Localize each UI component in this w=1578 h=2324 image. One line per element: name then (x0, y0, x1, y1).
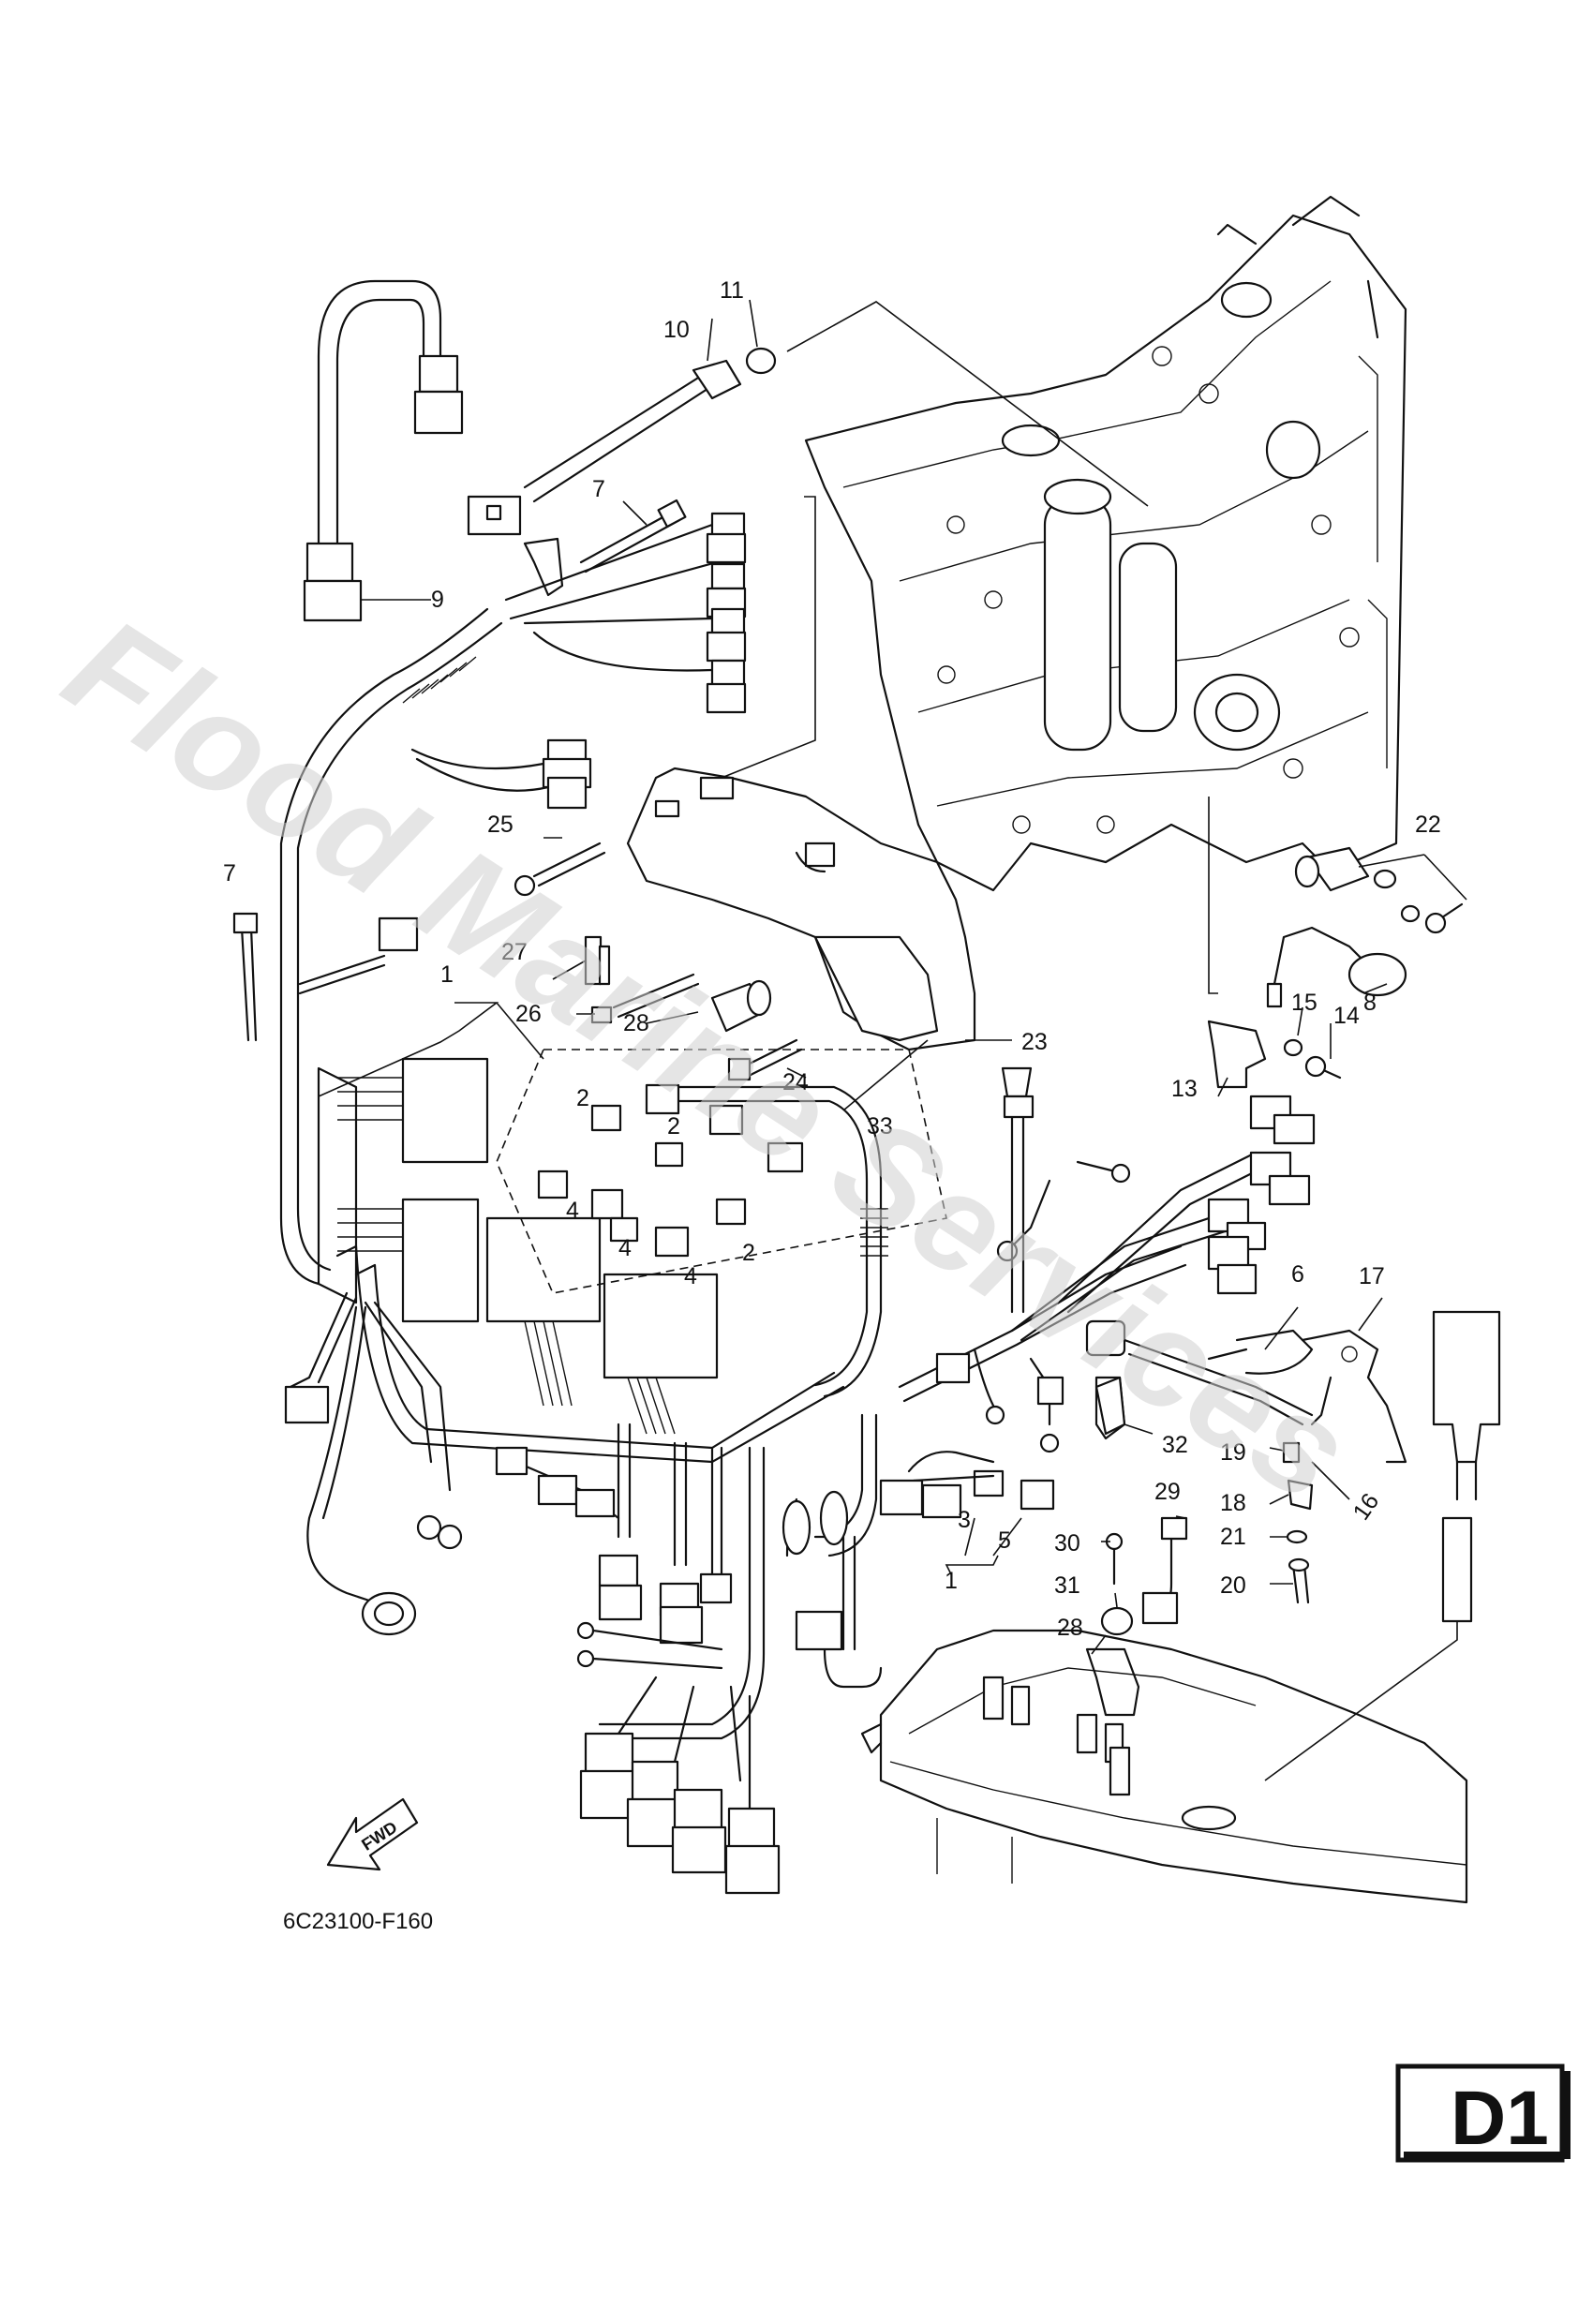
callout-3: 3 (958, 1507, 971, 1533)
callout-21: 22 (1415, 812, 1441, 838)
callout-20: 21 (1220, 1524, 1246, 1550)
callouts: 11 10 7 9 25 7 27 1 26 28 24 23 33 22 8 … (223, 277, 1441, 1641)
callout-2-c: 2 (742, 1240, 755, 1266)
callout-8: 8 (1363, 990, 1377, 1016)
electrical-box (317, 1049, 1055, 1511)
callout-1-top: 1 (440, 961, 454, 988)
callout-19: 20 (1220, 1572, 1246, 1599)
callout-24: 25 (487, 812, 514, 838)
engine-block (804, 195, 1407, 892)
callout-13: 14 (1333, 1003, 1360, 1029)
callout-17: 18 (1220, 1490, 1246, 1516)
callout-26: 27 (501, 939, 528, 965)
callout-12: 13 (1171, 1076, 1198, 1102)
callout-4-a: 4 (566, 1198, 579, 1224)
callout-23: 24 (782, 1069, 809, 1095)
callout-6: 6 (1291, 1261, 1304, 1288)
callout-2-a: 2 (576, 1085, 589, 1111)
small-parts (514, 842, 1464, 1717)
callout-5: 5 (998, 1527, 1011, 1554)
callout-11: 11 (720, 277, 744, 304)
callout-29: 29 (1154, 1479, 1181, 1505)
callout-27: 28 (623, 1010, 649, 1036)
callout-33: 33 (867, 1113, 893, 1140)
fwd-arrow: FWD (326, 1797, 419, 1871)
callout-25: 26 (515, 1001, 542, 1027)
callout-15: 16 (1347, 1489, 1384, 1526)
page-id: D1 (1451, 2076, 1549, 2161)
callout-7-left: 7 (223, 860, 236, 886)
cover-plate (626, 767, 976, 1051)
callout-1-bottom: 1 (945, 1568, 958, 1594)
main-harness (232, 512, 747, 1286)
leader-lines (318, 301, 1467, 1655)
page-id-box: D1 (1395, 2063, 1571, 2163)
callout-28: 28 (1057, 1615, 1083, 1641)
callout-30: 30 (1054, 1530, 1080, 1557)
callout-18: 19 (1220, 1439, 1246, 1466)
callout-2-b: 2 (667, 1113, 680, 1140)
callout-16: 17 (1359, 1263, 1385, 1289)
callout-7-top: 7 (592, 476, 605, 502)
lower-harness (284, 1291, 781, 1895)
callout-4-c: 4 (684, 1263, 697, 1289)
callout-4-b: 4 (618, 1235, 632, 1261)
bottom-cowling (860, 1629, 1468, 1904)
center-harness (782, 1066, 1501, 1781)
callout-9: 9 (431, 587, 444, 613)
callout-31: 31 (1054, 1572, 1080, 1599)
watermark: Flood Marine Services (40, 587, 1377, 1531)
callout-22: 23 (1021, 1029, 1048, 1055)
upper-harness (303, 279, 777, 622)
callout-32: 32 (1162, 1432, 1188, 1458)
callout-14: 15 (1291, 990, 1317, 1016)
drawing-code: 6C23100-F160 (283, 1909, 433, 1934)
callout-10: 10 (663, 317, 690, 343)
